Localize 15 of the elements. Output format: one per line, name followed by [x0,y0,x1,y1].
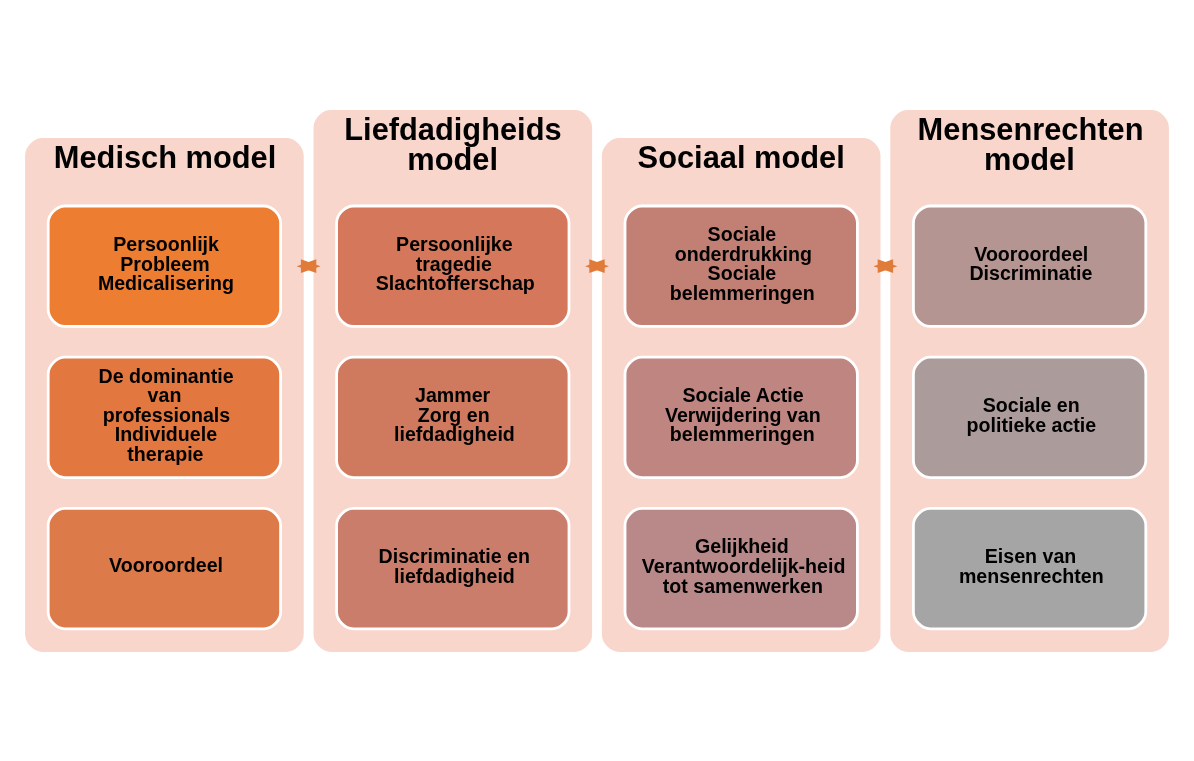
node-box: Persoonlijke tragedie Slachtofferschap [335,204,571,328]
node-box: Jammer Zorg en liefdadigheid [335,355,571,479]
node-box: Gelijkheid Verantwoordelijk-heid tot samenwerken [623,506,859,630]
node-box: Eisen van mensenrechten [912,506,1148,630]
node-box: Sociale onderdrukking Sociale belemmeringen [623,204,859,328]
node-box: Vooroordeel Discriminatie [912,204,1148,328]
arrow [296,258,321,273]
node-box: Discriminatie en liefdadigheid [335,506,571,630]
node-box: De dominantie van professionals Individuele therapie [46,355,282,479]
node-box: Sociale Actie Verwijdering van belemmeringen [623,355,859,479]
node-box: Vooroordeel [46,506,282,630]
arrow [873,258,898,273]
arrow [585,258,609,273]
node-box: Sociale en politieke actie [912,355,1148,479]
node-box: Persoonlijk Probleem Medicalisering [46,204,282,328]
